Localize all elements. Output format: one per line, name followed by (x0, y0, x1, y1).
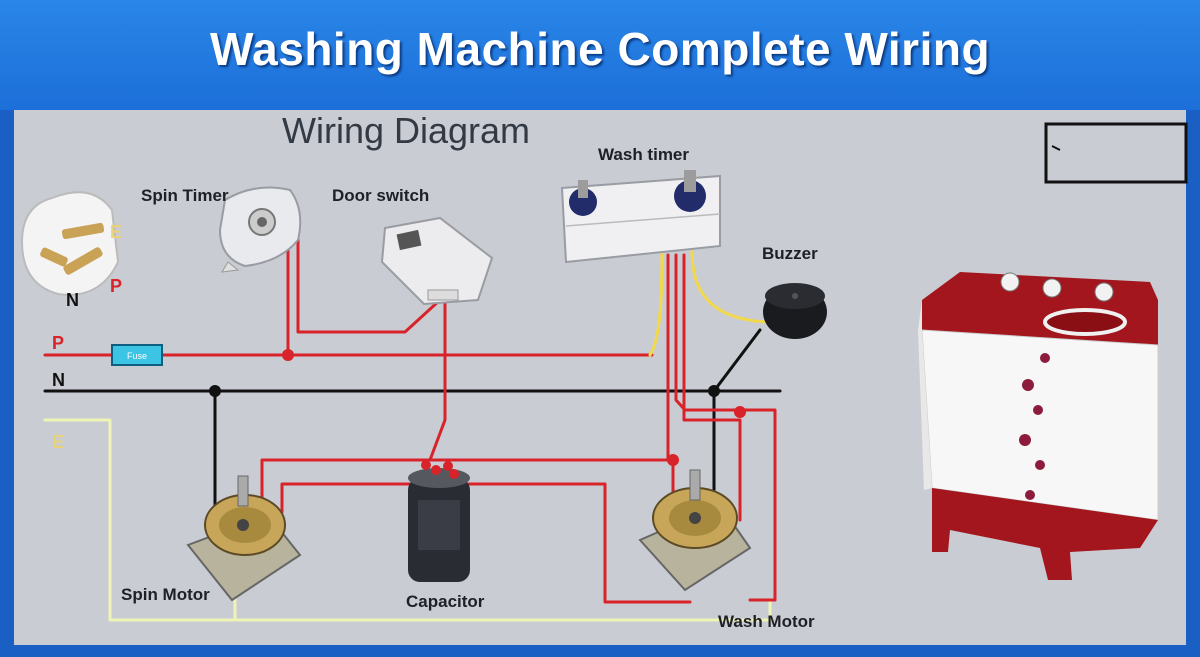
timer-lead-phase (648, 248, 664, 357)
spin-motor-icon (186, 475, 302, 602)
plug-neutral-label: N (66, 290, 79, 310)
wash-timer-label: Wash timer (598, 145, 690, 164)
washing-machine-icon (918, 272, 1159, 580)
spin-motor-cap-wire-1 (260, 458, 675, 522)
plug-icon (20, 191, 120, 296)
diagram-subtitle: Wiring Diagram (282, 110, 531, 151)
spin-timer-door-wire (296, 238, 442, 334)
capacitor-label: Capacitor (406, 592, 485, 611)
door-switch-icon (380, 216, 494, 306)
spin-motor-cap-wire-2 (280, 482, 692, 604)
timer-lead-buzzer (690, 250, 770, 324)
spin-motor-label: Spin Motor (121, 585, 210, 604)
earth-wire (43, 418, 772, 622)
buzzer-icon (763, 283, 827, 339)
title-banner: Washing Machine Complete Wiring (0, 0, 1200, 110)
wash-timer-icon (560, 170, 721, 264)
earth-line-label: E (52, 432, 65, 452)
neutral-line-label: N (52, 370, 65, 390)
wash-timer-motor-wire-2 (674, 253, 777, 602)
capacitor-icon (408, 460, 470, 582)
spin-timer-icon (218, 186, 302, 273)
fuse: Fuse (111, 344, 163, 366)
phase-line-label: P (52, 333, 65, 353)
spin-timer-label: Spin Timer (141, 186, 229, 205)
plug-phase-label: P (110, 276, 123, 296)
neutral-buzzer-wire (712, 328, 762, 393)
wash-motor-label: Wash Motor (718, 612, 815, 631)
plug-earth-label: E (110, 222, 123, 242)
junction-dots (209, 349, 746, 466)
fuse-label: Fuse (127, 351, 147, 361)
page-title: Washing Machine Complete Wiring (209, 23, 991, 75)
wash-timer-motor-wire-3 (682, 253, 742, 522)
wash-motor-icon (638, 469, 752, 592)
door-switch-label: Door switch (332, 186, 430, 205)
door-capacitor-wire (428, 296, 447, 462)
empty-frame (1044, 122, 1188, 184)
buzzer-label: Buzzer (762, 244, 818, 263)
